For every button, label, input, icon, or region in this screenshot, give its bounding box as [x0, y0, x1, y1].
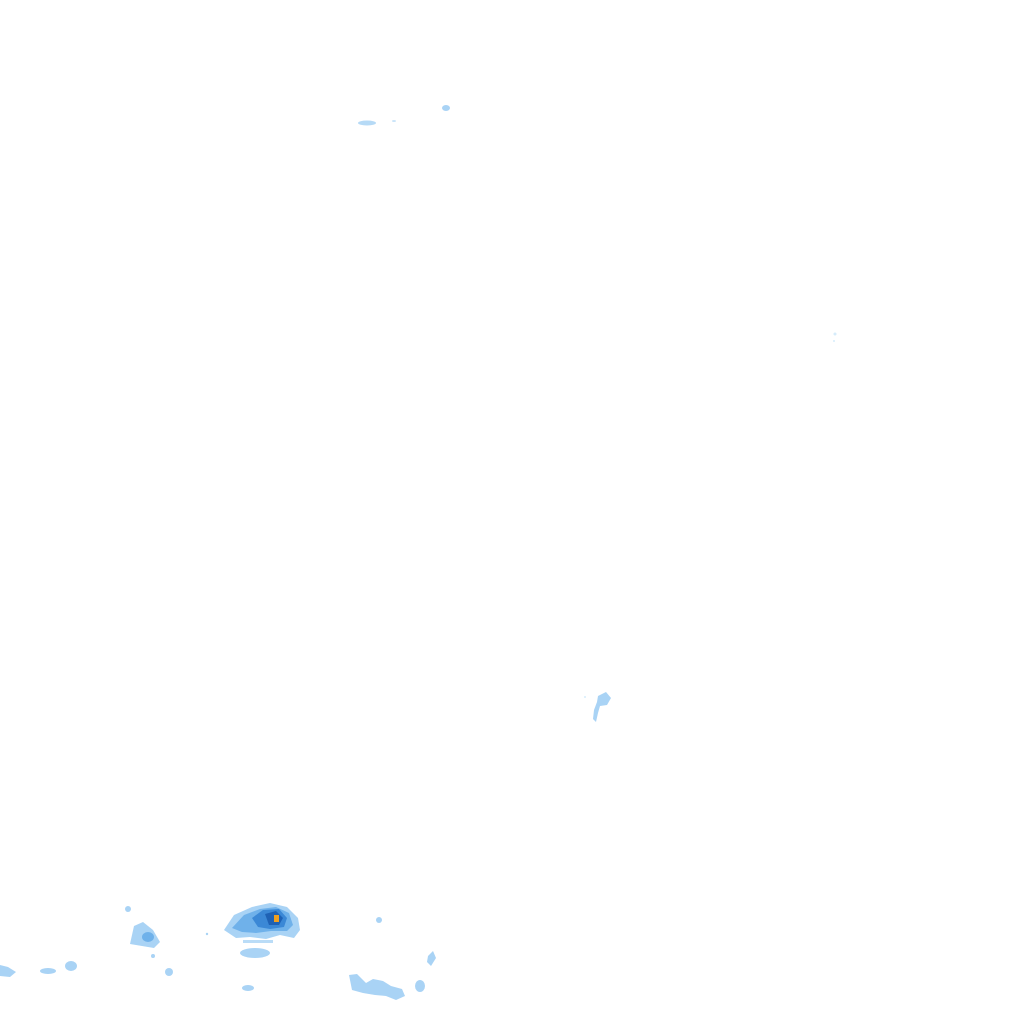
- echo-north-cluster: [358, 105, 450, 126]
- echo-west-cells: [0, 906, 173, 977]
- echo-central-south-cell: [584, 692, 611, 722]
- echo-southeast-scatter: [349, 917, 436, 1000]
- echo-east-speck: [833, 332, 837, 342]
- echo-main-storm-cell: [205, 903, 300, 991]
